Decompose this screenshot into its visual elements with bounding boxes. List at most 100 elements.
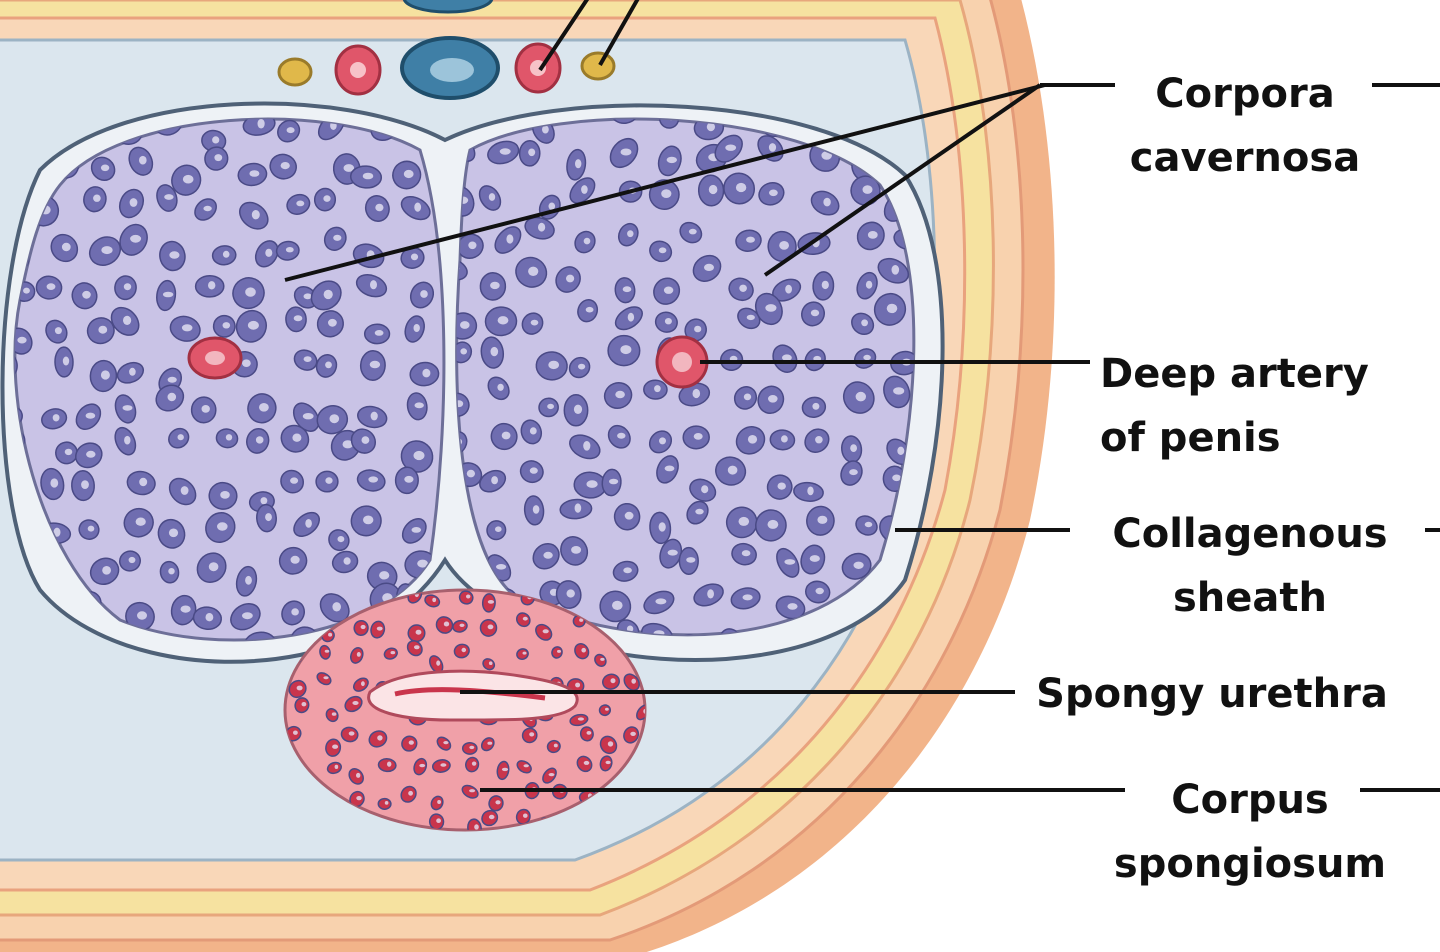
spongy-space-highlight — [437, 800, 441, 804]
cavernous-space-highlight — [863, 354, 871, 361]
cavernous-space-highlight — [285, 247, 294, 253]
cavernous-space-highlight — [325, 477, 333, 484]
cavernous-space-highlight — [532, 505, 540, 514]
cavernous-space-highlight — [251, 210, 260, 220]
spongy-space-highlight — [542, 629, 549, 634]
spongy-space-highlight — [459, 623, 465, 627]
spongy-space-highlight — [419, 763, 426, 768]
cavernous-space-highlight — [122, 405, 133, 411]
cavernous-space-highlight — [891, 265, 900, 275]
cavernous-space-highlight — [177, 434, 184, 441]
cavernous-space-highlight — [61, 242, 71, 252]
spongy-space-highlight — [408, 740, 414, 745]
spongy-space — [319, 644, 331, 660]
cavernous-space-highlight — [303, 356, 312, 362]
cavernous-space-highlight — [686, 557, 696, 563]
cavernous-space-highlight — [379, 571, 390, 580]
cavernous-space-highlight — [495, 526, 502, 532]
cavernous-space-highlight — [741, 550, 751, 557]
cavernous-space-highlight — [363, 515, 374, 525]
cavernous-space-highlight — [291, 608, 299, 616]
cavernous-space-highlight — [664, 318, 672, 325]
spongy-space — [480, 737, 495, 752]
spongy-space-highlight — [583, 760, 590, 765]
spongy-space — [636, 704, 645, 721]
cavernous-space-highlight — [374, 330, 384, 336]
cavernous-space-highlight — [208, 281, 216, 290]
label-deep-artery-line1: Deep artery — [1100, 351, 1369, 397]
spongy-space-highlight — [529, 732, 535, 737]
spongy-space — [546, 739, 561, 754]
cavernous-space-highlight — [302, 413, 314, 420]
cavernous-space-highlight — [777, 482, 786, 490]
cavernous-space-highlight — [100, 370, 110, 380]
label-collagenous-line1: Collagenous — [1112, 511, 1388, 557]
cavernous-space-highlight — [706, 122, 716, 132]
spongy-space-highlight — [557, 649, 561, 653]
spongy-space-highlight — [296, 685, 303, 691]
cavernous-space-highlight — [201, 405, 210, 413]
cavernous-space-highlight — [290, 555, 300, 564]
cavernous-space-highlight — [123, 283, 132, 291]
cavernous-space-highlight — [501, 431, 511, 440]
cavernous-space-highlight — [886, 303, 898, 314]
cavernous-space-highlight — [547, 403, 554, 410]
label-spongy-urethra: Spongy urethra — [1022, 662, 1402, 726]
superficial-vein — [402, 0, 494, 14]
cavernous-space-highlight — [787, 603, 798, 610]
cavernous-space-highlight — [738, 516, 750, 526]
cavernous-space-highlight — [343, 164, 355, 172]
cavernous-space-highlight — [617, 432, 626, 439]
corpus-cavernosum-left — [13, 117, 446, 642]
cavernous-space-highlight — [242, 612, 253, 620]
cavernous-space-highlight — [50, 478, 59, 488]
cavernous-space-highlight — [865, 280, 873, 289]
cavernous-space-highlight — [205, 613, 214, 622]
cavernous-space-highlight — [566, 274, 575, 283]
spongy-space-highlight — [376, 626, 383, 631]
leader-corpora-2 — [763, 83, 1042, 277]
cavernous-space-highlight — [369, 360, 381, 369]
cavernous-space-highlight — [413, 324, 420, 332]
cavernous-space-highlight — [370, 280, 377, 290]
spongy-space-highlight — [586, 731, 592, 735]
cavernous-space-highlight — [658, 522, 666, 532]
spongy-space-highlight — [334, 764, 339, 770]
spongy-space-highlight — [581, 647, 586, 653]
cavernous-space-highlight — [864, 521, 873, 528]
cavernous-space-highlight — [823, 197, 831, 207]
cavernous-space-highlight — [420, 290, 428, 298]
spongy-space-highlight — [488, 814, 495, 820]
cavernous-space-highlight — [164, 194, 174, 200]
cavernous-space-highlight — [542, 125, 549, 134]
cavernous-space-highlight — [361, 436, 370, 444]
cavernous-space-highlight — [573, 404, 583, 414]
cavernous-space-highlight — [290, 477, 299, 484]
cavernous-space-highlight — [655, 598, 667, 605]
cavernous-space-highlight — [782, 354, 792, 362]
spongy-space-highlight — [495, 800, 501, 805]
spongy-space-highlight — [630, 731, 636, 737]
spongy-space-highlight — [332, 744, 339, 749]
cavernous-space-highlight — [746, 314, 755, 321]
cavernous-space-highlight — [581, 185, 588, 194]
label-spongiosum-line2: spongiosum — [1113, 841, 1387, 887]
cavernous-space-highlight — [85, 412, 96, 419]
cavernous-space-highlight — [167, 376, 177, 383]
spongy-space — [458, 590, 474, 605]
cavernous-space — [658, 119, 680, 129]
spongy-space-highlight — [360, 624, 366, 630]
cavernous-space-highlight — [460, 348, 468, 355]
cavernous-space-highlight — [627, 312, 635, 322]
cavernous-space-highlight — [260, 497, 268, 505]
cavernous-space-highlight — [727, 465, 738, 475]
leader-dorsal-1 — [538, 0, 590, 72]
deep-artery-left — [187, 336, 243, 380]
cavernous-space-highlight — [768, 395, 778, 403]
spongy-space-highlight — [522, 651, 527, 655]
spongy-space-highlight — [352, 701, 359, 705]
cavernous-space-highlight — [612, 600, 623, 611]
cavernous-space-highlight — [747, 435, 758, 444]
cavernous-space-highlight — [528, 148, 536, 157]
cavernous-space-highlight — [496, 564, 507, 570]
